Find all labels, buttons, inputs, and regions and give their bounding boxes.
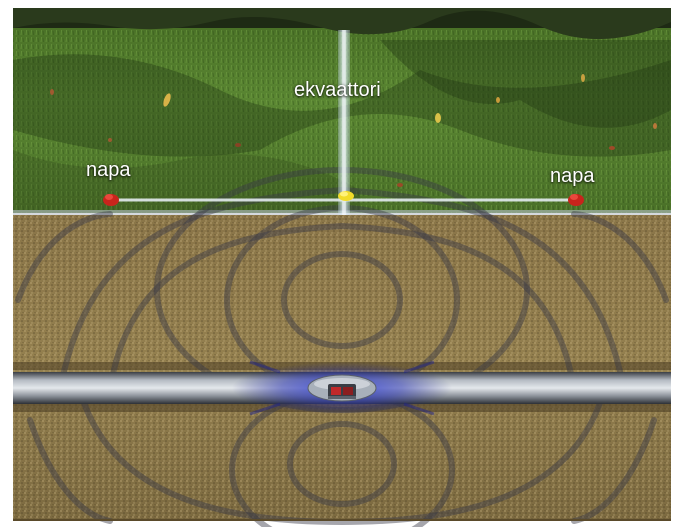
red-flag-icon (103, 194, 119, 206)
red-flag-icon (568, 194, 584, 206)
magnetic-field-lines (15, 167, 669, 527)
pipeline-pig-transmitter-icon (307, 374, 377, 402)
equator-line (338, 30, 350, 215)
equator-label: ekvaattori (294, 79, 381, 101)
field-rays (249, 360, 435, 416)
pole-label-left: napa (86, 159, 131, 181)
pole-label-right: napa (550, 165, 595, 187)
yellow-flag-icon (338, 191, 354, 201)
